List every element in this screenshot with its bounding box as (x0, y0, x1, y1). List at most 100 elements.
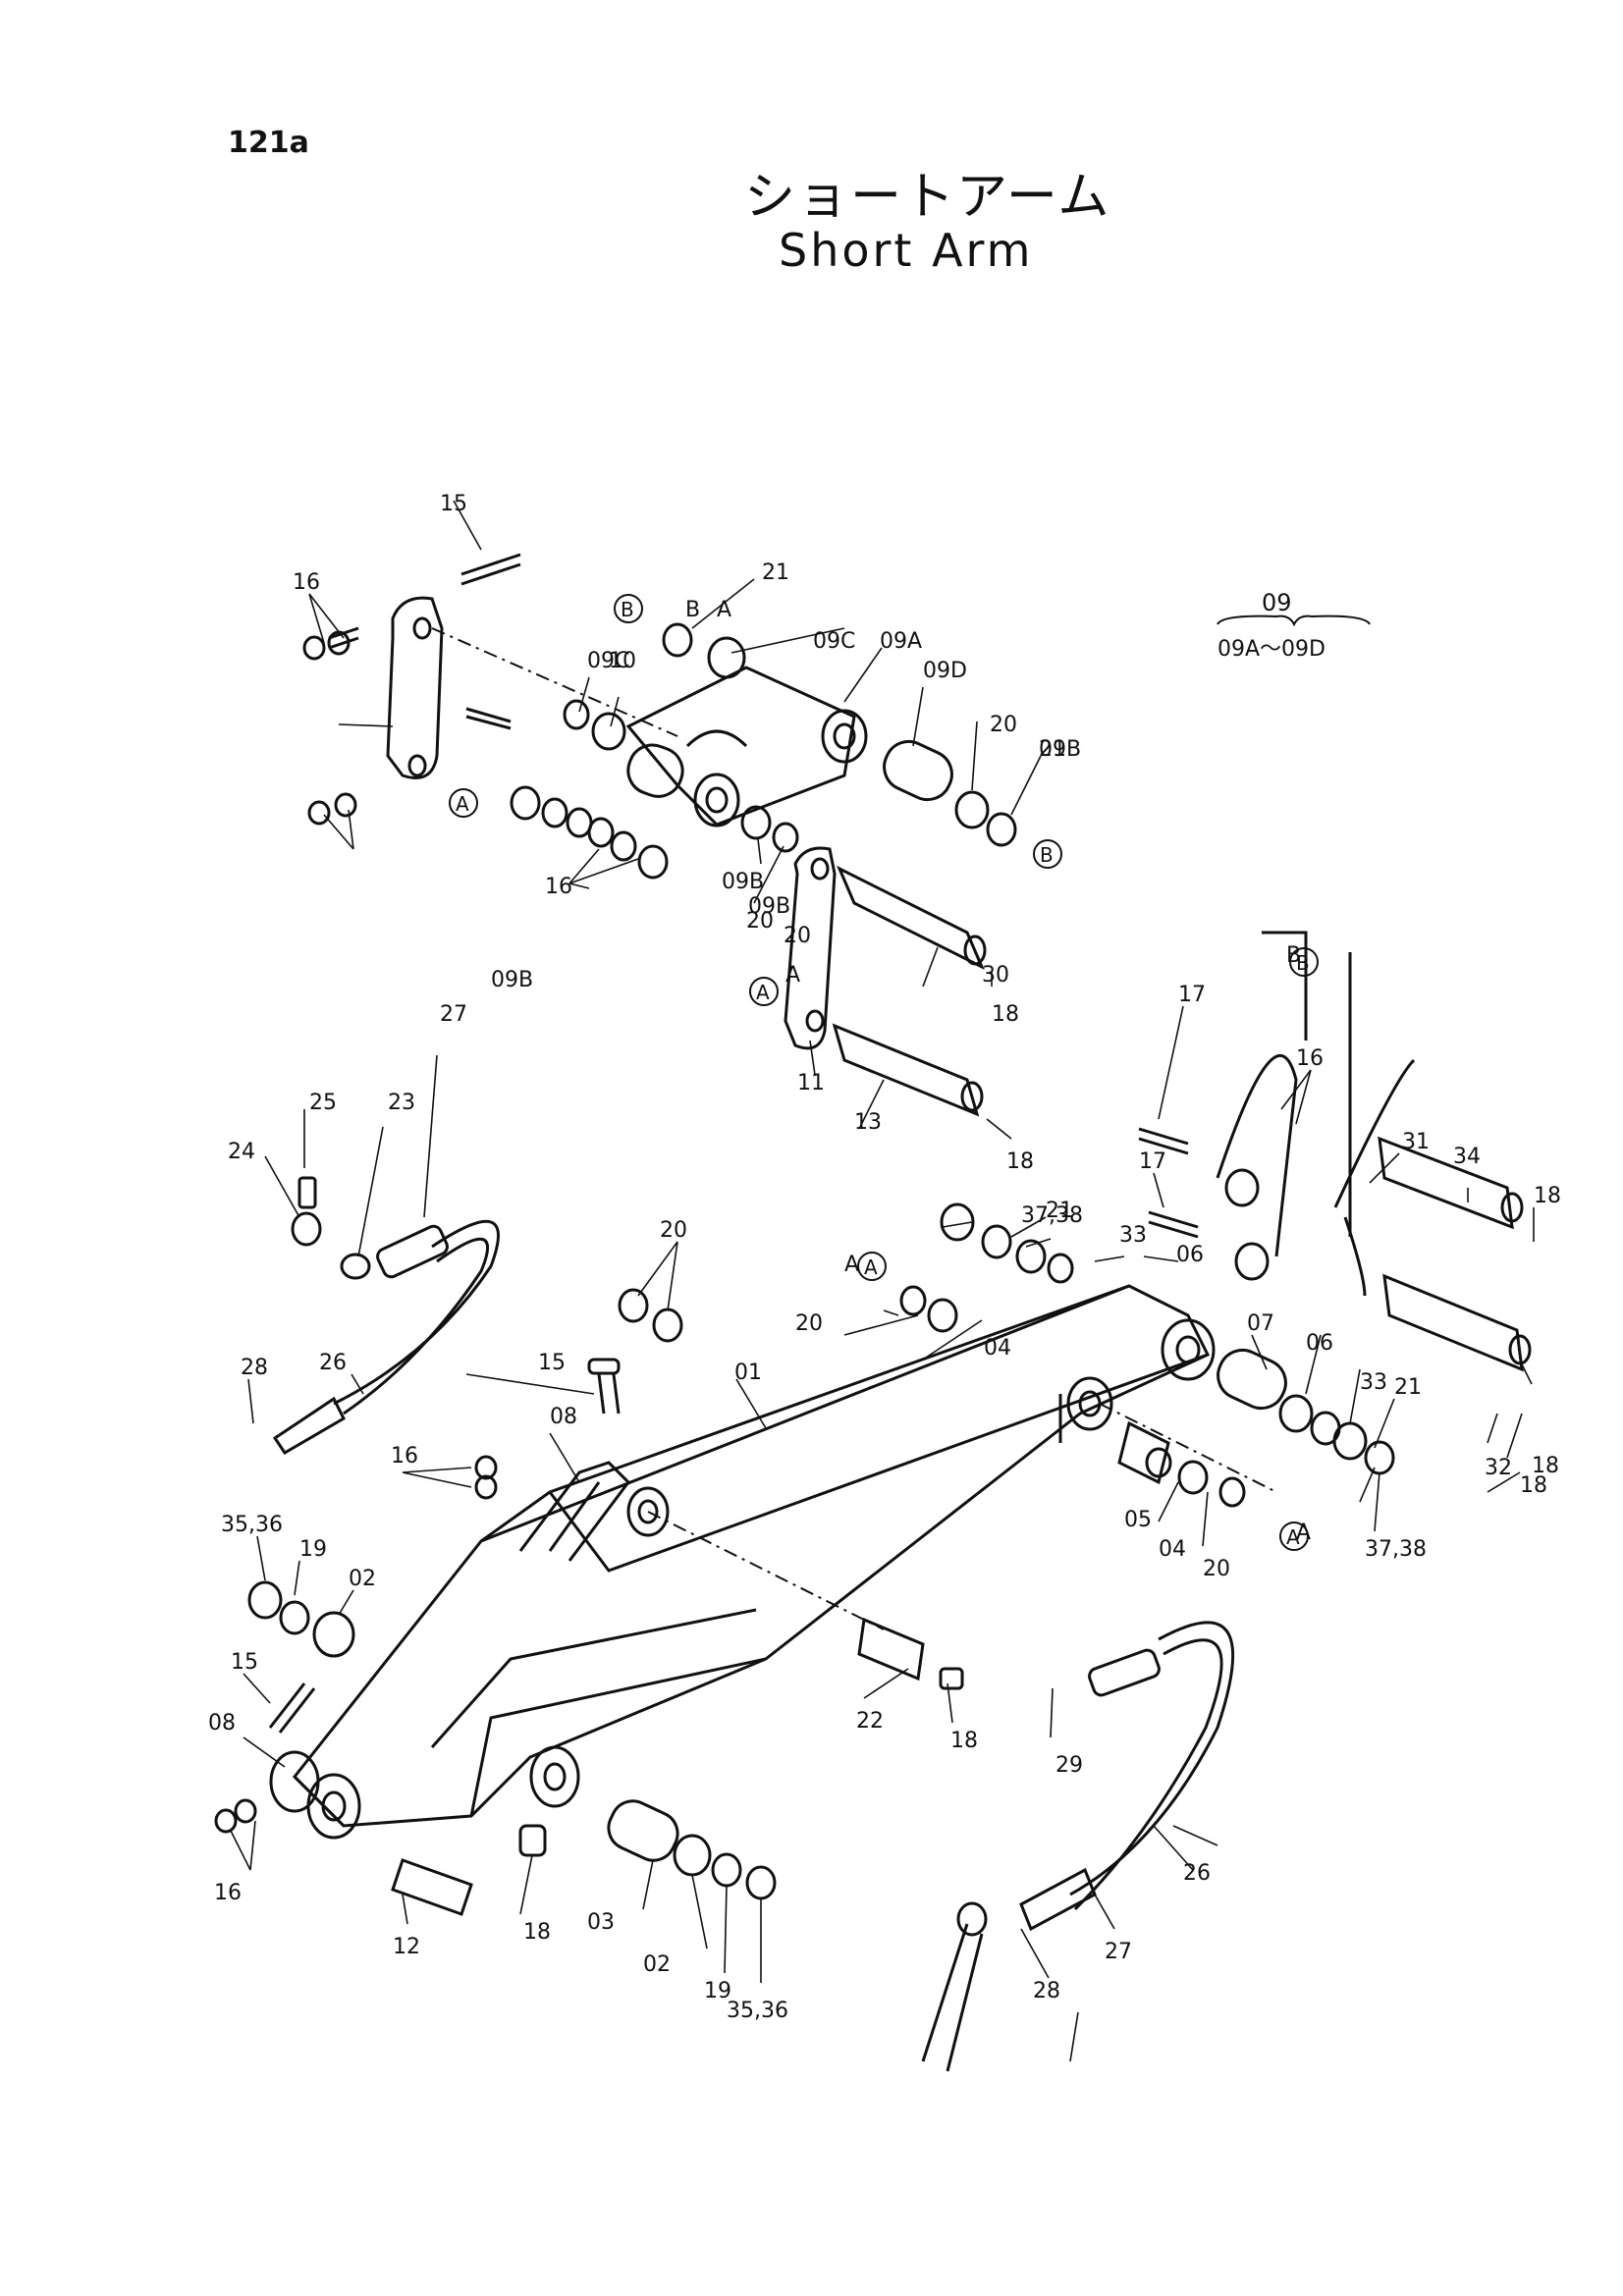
part-label: A (717, 598, 731, 622)
part-label: 20 (1203, 1557, 1230, 1581)
title-english: Short Arm (779, 224, 1034, 277)
part-label: 29 (1055, 1753, 1083, 1778)
part-label: 09D (923, 659, 967, 683)
part-label: 17 (1139, 1149, 1166, 1174)
part-label: B (1286, 943, 1301, 968)
part-label: 32 (1485, 1456, 1512, 1480)
page-number: 121a (228, 126, 309, 160)
title-japanese: ショートアーム (744, 168, 1111, 227)
group-note-code: 09 (1262, 589, 1292, 616)
part-label: 07 (1247, 1311, 1274, 1336)
part-label: 37,38 (1365, 1537, 1427, 1562)
part-label: 16 (1296, 1046, 1324, 1071)
part-label: 01 (734, 1361, 762, 1385)
part-label: 18 (1006, 1149, 1034, 1174)
leader-lines (230, 500, 1535, 2062)
part-label: 26 (319, 1351, 347, 1375)
callout-A-2: A (756, 981, 770, 1004)
part-label: 21 (1046, 1199, 1073, 1223)
part-label: 17 (1178, 983, 1206, 1007)
link-11 (784, 846, 837, 1050)
part-label: 27 (1105, 1940, 1132, 1964)
arm-body (269, 1284, 1216, 1840)
part-label: 16 (293, 570, 320, 595)
part-label: 09B (748, 894, 790, 919)
part-label: 16 (214, 1881, 242, 1905)
part-label: 02 (349, 1567, 376, 1591)
part-label: 22 (856, 1709, 884, 1734)
part-label: 28 (241, 1356, 268, 1380)
callout-A-3: A (864, 1255, 878, 1279)
right-bushings (899, 1202, 1395, 1508)
part-label: 04 (984, 1336, 1011, 1361)
part-label: 13 (854, 1110, 882, 1135)
part-label: 20 (784, 924, 811, 948)
group-note-brace (1217, 614, 1371, 627)
part-label: 04 (1159, 1537, 1186, 1562)
part-label: 06 (1306, 1331, 1333, 1356)
part-label: 18 (1534, 1184, 1561, 1208)
part-label: 25 (309, 1091, 337, 1115)
part-label: 26 (1183, 1861, 1211, 1886)
part-label: B (685, 598, 700, 622)
part-label: 06 (1176, 1243, 1204, 1267)
part-label: 20 (990, 713, 1017, 737)
part-label: 20 (660, 1218, 687, 1243)
group-note-range: 09A～09D (1217, 637, 1325, 662)
link-10 (386, 596, 444, 779)
part-label: 18 (950, 1729, 978, 1753)
part-label: 19 (704, 1979, 731, 2003)
upper-small-parts (302, 553, 1017, 880)
part-label: 21 (1039, 737, 1066, 762)
center-lines (431, 627, 1277, 1630)
pins-30-13 (832, 865, 987, 1117)
part-label: 31 (1402, 1130, 1430, 1154)
part-label: A (785, 963, 800, 988)
part-label: 27 (440, 1002, 467, 1027)
part-label: 09C (813, 629, 855, 654)
part-label: 34 (1453, 1145, 1481, 1169)
part-label: 30 (982, 963, 1009, 988)
part-label: 09C (587, 649, 629, 673)
callout-B-1: B (621, 598, 634, 621)
part-label: 18 (1520, 1473, 1547, 1498)
callout-markers (449, 594, 1319, 1551)
callout-A-1: A (456, 792, 469, 816)
part-label: 19 (299, 1537, 327, 1562)
part-label: 35,36 (221, 1513, 283, 1537)
part-label: 20 (795, 1311, 823, 1336)
part-label: 21 (1394, 1375, 1422, 1400)
part-label: A (1296, 1521, 1311, 1545)
part-label: 18 (1532, 1454, 1559, 1478)
part-label: 15 (538, 1351, 566, 1375)
callout-B-3: B (1296, 951, 1310, 975)
part-label: 08 (208, 1711, 236, 1735)
part-label: 09B (722, 870, 764, 894)
part-label: 18 (992, 1002, 1019, 1027)
part-label: 11 (797, 1071, 825, 1095)
part-label: 33 (1360, 1370, 1387, 1395)
part-label: 37,38 (1021, 1203, 1083, 1228)
part-label: 09A (880, 629, 922, 654)
hose-lower (921, 1621, 1235, 2072)
part-label: 10 (609, 649, 636, 673)
hose-upper (272, 1176, 500, 1456)
part-label: 23 (388, 1091, 415, 1115)
part-label: 15 (440, 492, 467, 516)
part-label: A (844, 1253, 859, 1277)
part-label: 35,36 (727, 1999, 788, 2023)
part-label: 02 (643, 1952, 671, 1977)
part-label: 12 (393, 1935, 420, 1959)
callout-B-2: B (1040, 843, 1054, 867)
part-label: 16 (545, 875, 572, 899)
left-small-parts (214, 1288, 964, 1916)
part-label: 21 (762, 561, 789, 585)
yoke-09A (625, 666, 868, 828)
right-assembly (1138, 931, 1532, 1372)
part-label: 28 (1033, 1979, 1060, 2003)
part-label: 09B (491, 968, 533, 992)
part-label: 16 (391, 1444, 418, 1468)
